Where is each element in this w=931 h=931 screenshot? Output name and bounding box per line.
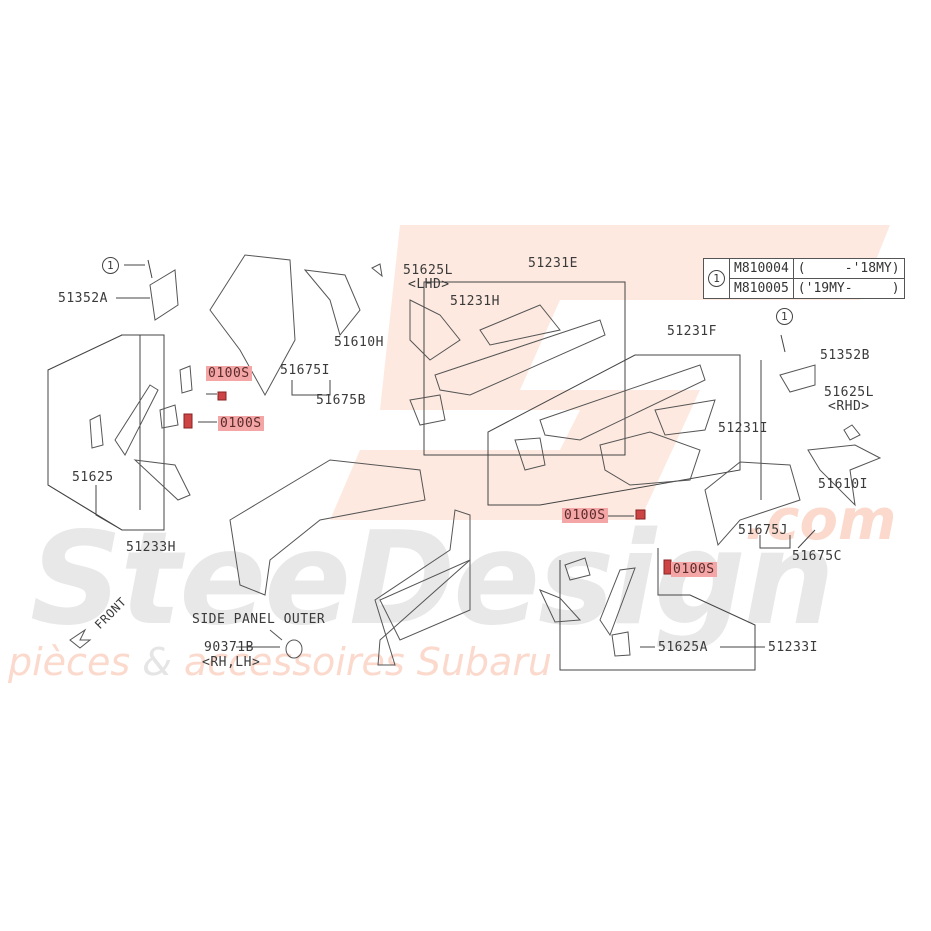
part-label-51610H[interactable]: 51610H (334, 335, 384, 350)
side-panel-outer-note: SIDE PANEL OUTER (192, 612, 326, 627)
part-label-90371B[interactable]: 90371B (204, 640, 254, 655)
part-label-51625L-rhd[interactable]: 51625L (824, 385, 874, 400)
watermark-tagline-a: pièces (8, 640, 131, 684)
part-label-51233I[interactable]: 51233I (768, 640, 818, 655)
legend-row: M810005 ('19MY- ) (704, 278, 905, 299)
part-label-51675B[interactable]: 51675B (316, 393, 366, 408)
part-label-51610I[interactable]: 51610I (818, 477, 868, 492)
watermark-tagline-amp: & (142, 640, 172, 684)
part-label-51625[interactable]: 51625 (72, 470, 114, 485)
part-label-51675C[interactable]: 51675C (792, 549, 842, 564)
part-label-51675J[interactable]: 51675J (738, 523, 788, 538)
part-label-51231F[interactable]: 51231F (667, 324, 717, 339)
ref-circle-left: 1 (102, 257, 119, 274)
legend-table: 1 M810004 ( -'18MY) M810005 ('19MY- ) (703, 258, 905, 299)
part-label-51231H[interactable]: 51231H (450, 294, 500, 309)
legend-ref: 1 (703, 258, 730, 299)
part-label-51352B[interactable]: 51352B (820, 348, 870, 363)
legend-range: ( -'18MY) (792, 258, 905, 279)
bolt-label-0100S[interactable]: 0100S (671, 562, 717, 577)
part-label-51231I[interactable]: 51231I (718, 421, 768, 436)
ref-circle-right: 1 (776, 308, 793, 325)
watermark-domain: .com (745, 488, 897, 553)
legend-part: M810005 (729, 278, 794, 299)
part-label-51233H[interactable]: 51233H (126, 540, 176, 555)
legend-row: 1 M810004 ( -'18MY) (703, 258, 905, 299)
rh-lh-note: <RH,LH> (202, 655, 261, 670)
part-label-51625L-lhd[interactable]: 51625L (403, 263, 453, 278)
part-label-51625A[interactable]: 51625A (658, 640, 708, 655)
rhd-note: <RHD> (828, 399, 870, 414)
legend-ref-circle: 1 (708, 270, 725, 287)
bolt-label-0100S[interactable]: 0100S (218, 416, 264, 431)
part-label-51352A[interactable]: 51352A (58, 291, 108, 306)
legend-range: ('19MY- ) (792, 278, 905, 299)
bolt-label-0100S[interactable]: 0100S (206, 366, 252, 381)
lhd-note: <LHD> (408, 277, 450, 292)
bolt-label-0100S[interactable]: 0100S (562, 508, 608, 523)
legend-part: M810004 (729, 258, 794, 279)
part-label-51231E[interactable]: 51231E (528, 256, 578, 271)
part-label-51675I[interactable]: 51675I (280, 363, 330, 378)
